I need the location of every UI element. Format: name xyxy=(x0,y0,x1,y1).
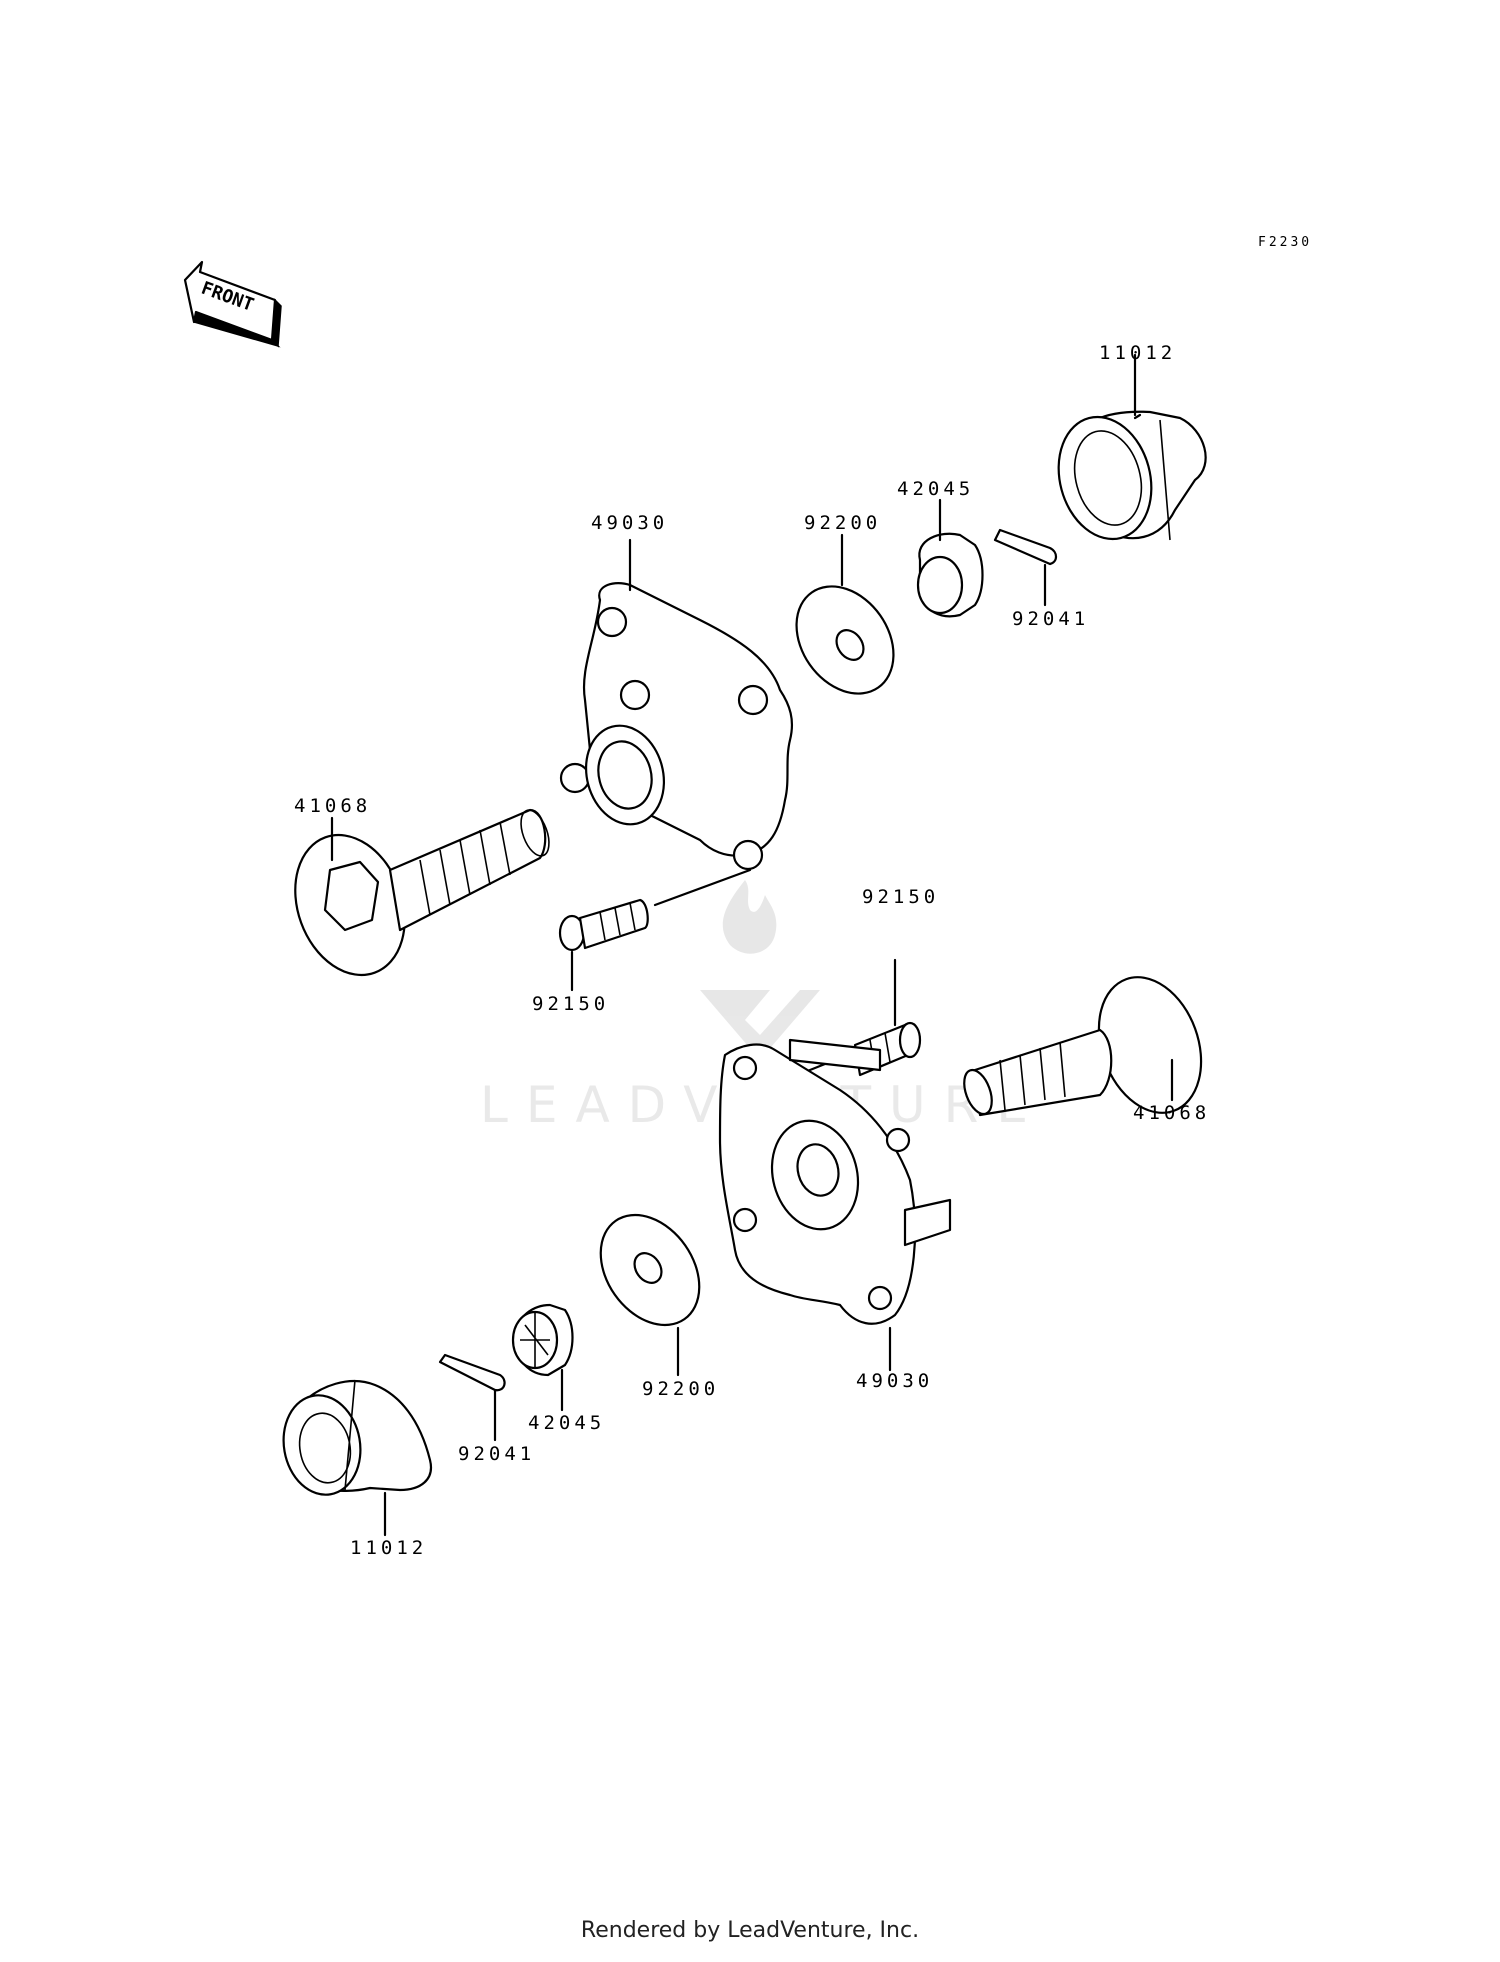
washer-92200-bottom xyxy=(599,1213,701,1377)
cap-11012-bottom xyxy=(282,1379,433,1537)
washer-92200-top xyxy=(795,533,895,695)
label-92041-top: 92041 xyxy=(1012,608,1090,630)
label-49030-top: 49030 xyxy=(591,512,669,534)
bolt-41068-top xyxy=(294,808,550,977)
watermark-logo xyxy=(700,880,820,1060)
stud-92150-left xyxy=(558,868,752,992)
castle-nut-42045-bottom xyxy=(511,1303,574,1412)
label-11012-bottom: 11012 xyxy=(350,1537,428,1559)
cap-11012-top xyxy=(1057,353,1207,541)
castle-nut-42045-top xyxy=(916,498,984,618)
front-arrow-icon: FRONT xyxy=(183,260,282,348)
label-92041-bottom: 92041 xyxy=(458,1443,536,1465)
label-92200-bottom: 92200 xyxy=(642,1378,720,1400)
label-42045-top: 42045 xyxy=(897,478,975,500)
label-41068-left: 41068 xyxy=(294,795,372,817)
label-92150-left: 92150 xyxy=(532,993,610,1015)
hub-49030-top xyxy=(559,538,794,871)
label-92200-top: 92200 xyxy=(804,512,882,534)
footer-credit: Rendered by LeadVenture, Inc. xyxy=(580,1918,920,1943)
hub-49030-bottom xyxy=(718,1038,952,1372)
label-42045-bottom: 42045 xyxy=(528,1412,606,1434)
label-11012-top: 11012 xyxy=(1099,342,1177,364)
bolt-41068-right xyxy=(963,976,1203,1117)
label-92150-right: 92150 xyxy=(862,886,940,908)
diagram-code: F2230 xyxy=(1258,235,1313,250)
label-49030-bottom: 49030 xyxy=(856,1370,934,1392)
cotter-pin-92041-top xyxy=(993,528,1058,607)
cotter-pin-92041-bottom xyxy=(438,1353,506,1442)
label-41068-right: 41068 xyxy=(1133,1102,1211,1124)
